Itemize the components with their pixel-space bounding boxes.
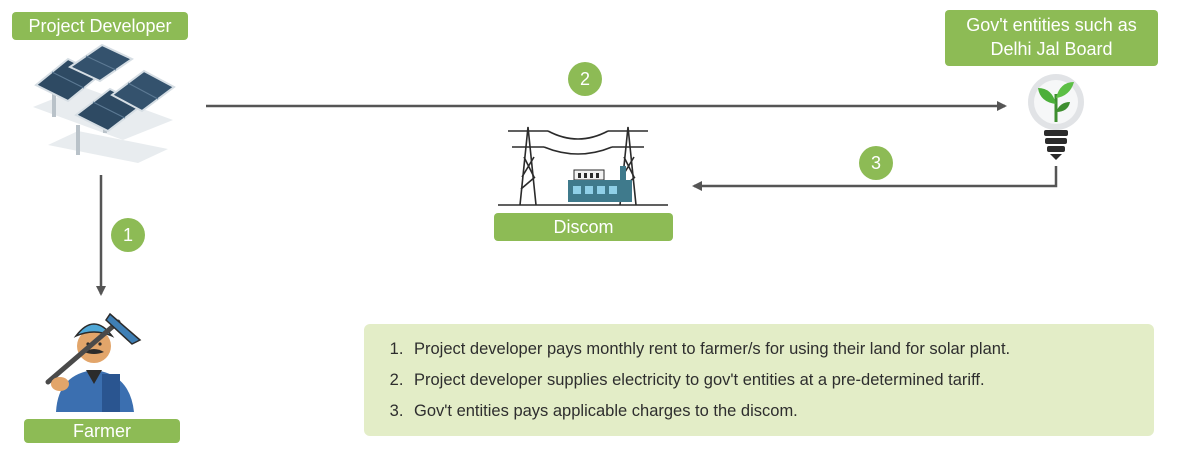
project-developer-label: Project Developer [12, 12, 188, 40]
farmer-icon [45, 312, 142, 412]
substation-icon [568, 166, 632, 202]
note-2: Project developer supplies electricity t… [408, 365, 1140, 396]
gov-entities-label: Gov't entities such as Delhi Jal Board [945, 10, 1158, 66]
transmission-tower-icon [498, 126, 668, 206]
discom-label: Discom [494, 213, 673, 241]
gov-entities-label-line1: Gov't entities such as [966, 15, 1137, 35]
gov-entities-label-line2: Delhi Jal Board [990, 39, 1113, 59]
note-3: Gov't entities pays applicable charges t… [408, 396, 1140, 427]
arrow-gov-to-discom [692, 166, 1058, 191]
solar-panels-icon [33, 43, 176, 163]
notes-box: Project developer pays monthly rent to f… [364, 324, 1154, 436]
farmer-label: Farmer [24, 419, 180, 443]
note-1: Project developer pays monthly rent to f… [408, 334, 1140, 365]
bulb-plant-icon [1028, 74, 1084, 160]
step-2-badge: 2 [568, 62, 602, 96]
step-1-badge: 1 [111, 218, 145, 252]
notes-list: Project developer pays monthly rent to f… [378, 334, 1140, 427]
step-3-badge: 3 [859, 146, 893, 180]
